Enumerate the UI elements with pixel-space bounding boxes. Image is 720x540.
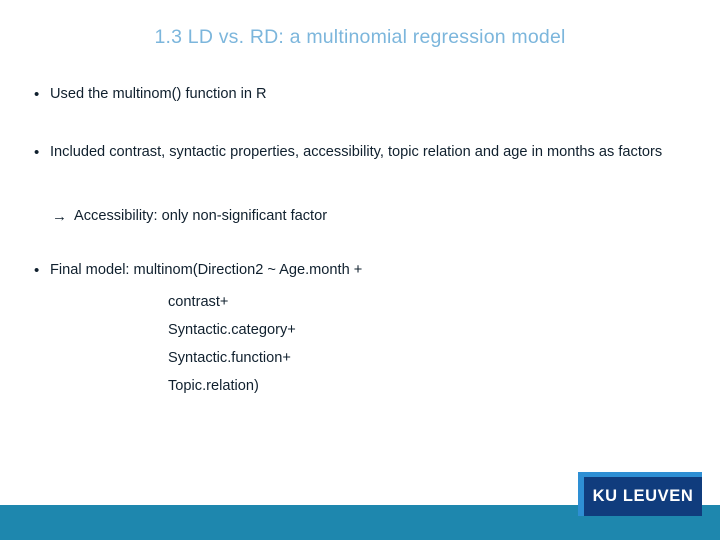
formula-line: Syntactic.category+ [168,322,296,338]
logo-text: KU LEUVEN [592,487,694,505]
ku-leuven-logo: KU LEUVEN [578,472,702,516]
sub-bullet-text: Accessibility: only non-significant fact… [74,208,328,224]
formula-line: contrast+ [168,294,229,310]
final-model-lead-text: Final model: multinom(Direction2 ~ Age.m… [50,262,363,278]
formula-line: Syntactic.function+ [168,350,291,366]
logo-box: KU LEUVEN [584,477,702,516]
bullet-marker-icon: • [34,262,40,279]
bullet-item-1: • Used the multinom() function in R [28,84,692,105]
final-model-block: • Final model: multinom(Direction2 ~ Age… [28,260,692,400]
bullet-marker-icon: • [34,86,40,103]
formula-line-list: contrast+ Syntactic.category+ Syntactic.… [28,288,692,400]
formula-line: Topic.relation) [168,378,259,394]
bullet-text-1: Used the multinom() function in R [50,86,267,102]
bullet-item-3: • Final model: multinom(Direction2 ~ Age… [28,260,692,281]
page-title: 1.3 LD vs. RD: a multinomial regression … [154,26,566,48]
bullet-text-2: Included contrast, syntactic properties,… [50,144,663,160]
arrow-right-icon: → [52,208,67,225]
sub-bullet-item: → Accessibility: only non-significant fa… [52,206,692,227]
bullet-item-2: • Included contrast, syntactic propertie… [28,142,692,163]
bullet-marker-icon: • [34,144,40,161]
